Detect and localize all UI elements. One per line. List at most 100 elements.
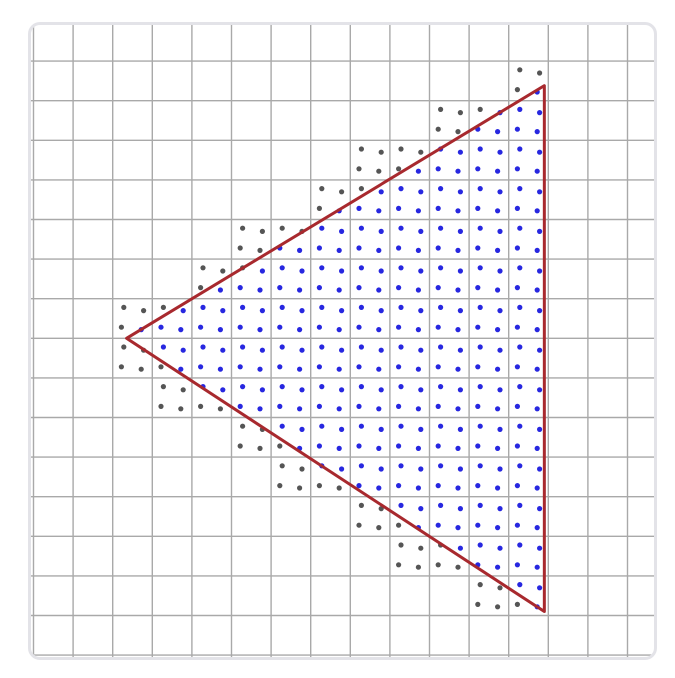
sample-point-inside [398, 384, 404, 390]
sample-point-inside [378, 466, 384, 472]
sample-point-inside [160, 344, 166, 350]
sample-point-inside [398, 502, 404, 508]
sample-point-inside [339, 268, 345, 274]
sample-point-inside [534, 208, 540, 214]
sample-point-inside [396, 245, 402, 251]
sample-point-inside [376, 406, 382, 412]
sample-point-inside [517, 582, 523, 588]
sample-point-inside [537, 110, 543, 116]
sample-point-inside [396, 443, 402, 449]
sample-point-inside [257, 406, 263, 412]
sample-point-inside [378, 426, 384, 432]
sample-point-inside [415, 287, 421, 293]
sample-point-inside [455, 247, 461, 253]
sample-point-inside [376, 485, 382, 491]
sample-point-outside [178, 406, 184, 412]
sample-point-outside [180, 387, 186, 393]
sample-point-inside [418, 506, 424, 512]
sample-point-inside [534, 366, 540, 372]
sample-point-inside [475, 403, 481, 409]
sample-point-inside [537, 268, 543, 274]
sample-point-inside [534, 564, 540, 570]
sample-point-inside [217, 287, 223, 293]
sample-point-inside [356, 443, 362, 449]
sample-point-inside [517, 502, 523, 508]
sample-point-inside [178, 327, 184, 333]
sample-point-inside [198, 324, 204, 330]
sample-point-inside [534, 406, 540, 412]
sample-point-inside [435, 443, 441, 449]
sample-point-inside [475, 166, 481, 172]
sample-point-inside [495, 485, 501, 491]
sample-point-inside [418, 189, 424, 195]
sample-point-inside [277, 324, 283, 330]
sample-point-outside [138, 366, 144, 372]
sample-point-inside [279, 384, 285, 390]
sample-point-inside [534, 129, 540, 135]
sample-point-inside [279, 304, 285, 310]
sample-point-inside [396, 403, 402, 409]
sample-point-inside [297, 287, 303, 293]
sample-point-inside [475, 483, 481, 489]
sample-point-inside [457, 308, 463, 314]
sample-point-inside [514, 522, 520, 528]
sample-point-inside [517, 463, 523, 469]
sample-point-inside [457, 426, 463, 432]
sample-point-outside [319, 186, 325, 192]
sample-point-outside [517, 67, 523, 73]
sample-point-inside [435, 483, 441, 489]
sample-point-inside [514, 245, 520, 251]
sample-point-inside [259, 387, 265, 393]
sample-point-inside [514, 403, 520, 409]
sample-point-inside [336, 366, 342, 372]
sample-point-inside [418, 228, 424, 234]
sample-point-inside [495, 564, 501, 570]
sample-point-inside [497, 347, 503, 353]
sample-point-inside [457, 387, 463, 393]
sample-point-inside [297, 247, 303, 253]
sample-point-inside [497, 387, 503, 393]
sample-point-inside [455, 287, 461, 293]
sample-point-inside [240, 384, 246, 390]
sample-point-inside [477, 384, 483, 390]
sample-point-outside [477, 582, 483, 588]
sample-point-inside [198, 364, 204, 370]
sample-points [118, 67, 543, 610]
sample-point-inside [435, 166, 441, 172]
sample-point-inside [455, 406, 461, 412]
sample-point-inside [457, 545, 463, 551]
sample-point-inside [495, 129, 501, 135]
sample-point-outside [358, 146, 364, 152]
diagram-frame [28, 22, 657, 660]
sample-point-inside [497, 189, 503, 195]
sample-point-outside [475, 601, 481, 608]
sample-point-inside [180, 347, 186, 353]
sample-point-inside [495, 247, 501, 253]
sample-point-inside [495, 327, 501, 333]
sample-point-inside [356, 245, 362, 251]
sample-point-inside [319, 344, 325, 350]
sample-point-inside [297, 366, 303, 372]
sample-point-outside [457, 110, 463, 116]
sample-point-inside [279, 344, 285, 350]
sample-point-inside [240, 304, 246, 310]
sample-point-inside [435, 245, 441, 251]
sample-point-inside [358, 463, 364, 469]
sample-point-inside [537, 426, 543, 432]
sample-point-outside [514, 601, 520, 608]
sample-point-outside [336, 485, 342, 491]
sample-point-outside [257, 247, 263, 253]
sample-point-inside [477, 463, 483, 469]
sample-point-inside [514, 285, 520, 291]
sample-point-inside [537, 545, 543, 551]
sample-point-outside [220, 268, 226, 274]
sample-point-inside [517, 225, 523, 231]
sample-point-inside [358, 265, 364, 271]
sample-point-inside [299, 268, 305, 274]
sample-point-inside [534, 327, 540, 333]
sample-point-inside [534, 525, 540, 531]
sample-point-inside [497, 308, 503, 314]
sample-point-inside [477, 265, 483, 271]
sample-point-inside [477, 186, 483, 192]
sample-point-inside [297, 327, 303, 333]
